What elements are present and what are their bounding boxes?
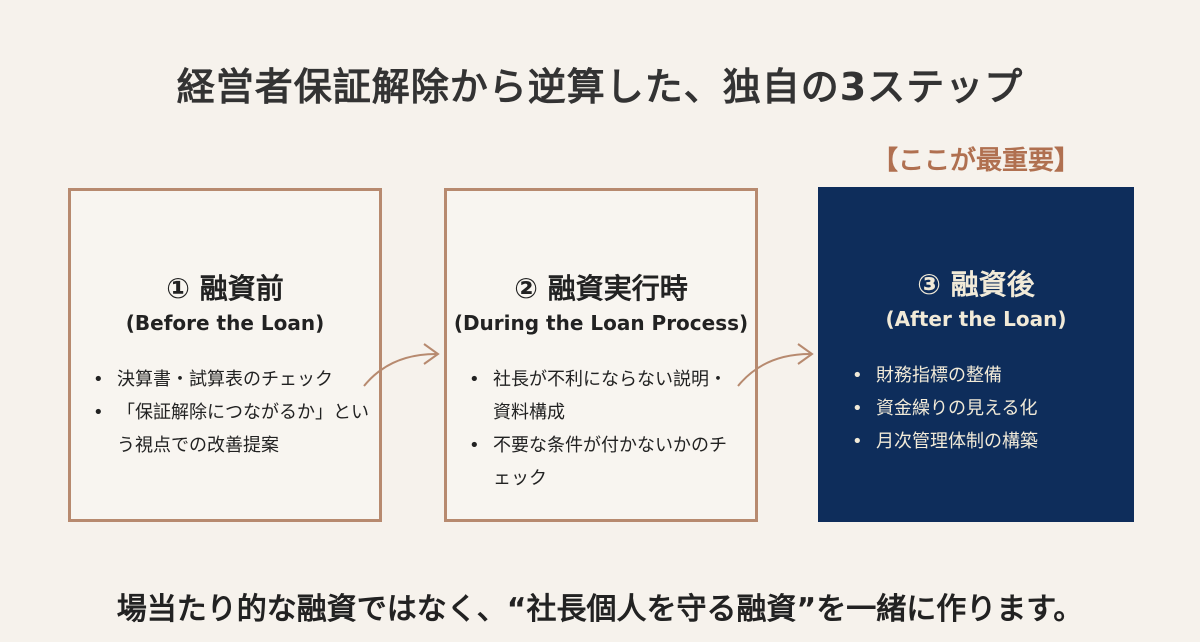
step-2-list: 社長が不利にならない説明・資料構成 不要な条件が付かないかのチェック — [447, 363, 755, 495]
step-3-list: 財務指標の整備 資金繰りの見える化 月次管理体制の構築 — [818, 359, 1134, 458]
step-2-subheading: (During the Loan Process) — [453, 311, 749, 335]
most-important-badge: 【ここが最重要】 — [871, 146, 1080, 176]
step-2-heading: ② 融資実行時 — [514, 272, 688, 305]
arrow-icon — [363, 343, 440, 387]
step-1-heading: ① 融資前 — [166, 272, 284, 305]
step-2-card: ② 融資実行時 (During the Loan Process) 社長が不利に… — [444, 188, 758, 522]
list-item: 社長が不利にならない説明・資料構成 — [469, 363, 733, 429]
step-1-list: 決算書・試算表のチェック 「保証解除につながるか」という視点での改善提案 — [71, 363, 379, 462]
step-3-subheading: (After the Loan) — [885, 307, 1067, 331]
list-item: 決算書・試算表のチェック — [93, 363, 379, 396]
step-3-card: ③ 融資後 (After the Loan) 財務指標の整備 資金繰りの見える化… — [818, 187, 1134, 522]
step-3-heading: ③ 融資後 — [917, 268, 1035, 301]
list-item: 財務指標の整備 — [852, 359, 1134, 392]
step-1-subheading: (Before the Loan) — [125, 311, 325, 335]
list-item: 月次管理体制の構築 — [852, 425, 1134, 458]
step-1-card: ① 融資前 (Before the Loan) 決算書・試算表のチェック 「保証… — [68, 188, 382, 522]
list-item: 資金繰りの見える化 — [852, 392, 1134, 425]
list-item: 「保証解除につながるか」という視点での改善提案 — [93, 396, 379, 462]
page-title: 経営者保証解除から逆算した、独自の3ステップ — [176, 65, 1024, 109]
arrow-icon — [737, 343, 814, 387]
list-item: 不要な条件が付かないかのチェック — [469, 429, 733, 495]
footer-message: 場当たり的な融資ではなく、“社長個人を守る融資”を一緒に作ります。 — [116, 592, 1084, 627]
